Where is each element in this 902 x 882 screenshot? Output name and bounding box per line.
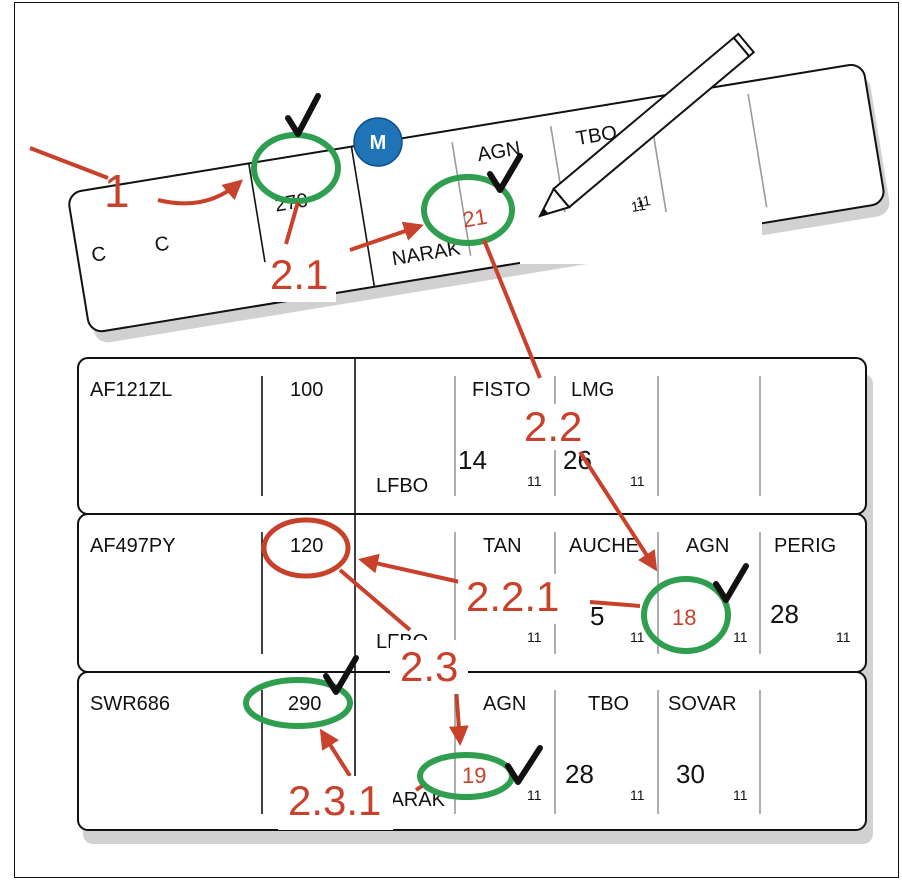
strip-2-minute-3: 11: [733, 629, 748, 645]
strip-3-time-3: 30: [676, 759, 705, 789]
m-badge-label: M: [370, 132, 387, 154]
strip-3-beacon-2: TBO: [588, 693, 629, 715]
strip-swr686: [77, 671, 867, 831]
arrow-icon: [29, 146, 658, 792]
m-badge: M: [353, 117, 403, 167]
strip-1-origin: LFBO: [376, 475, 428, 497]
step-label-1: 1: [104, 165, 130, 217]
step-label-2-3-1: 2.3.1: [278, 776, 394, 830]
check-icon: [285, 93, 749, 785]
strip-2-minute-4: 11: [836, 629, 851, 645]
top-strip-callsign: C: [90, 243, 108, 267]
strip-2-callsign: AF497PY: [90, 535, 176, 557]
strip-mask: [520, 212, 762, 264]
pencil-icon: [538, 32, 756, 218]
strip-1-time-1: 14: [458, 445, 487, 475]
strip-1-callsign: AF121ZL: [90, 379, 172, 401]
strip-3-minute-2: 11: [630, 787, 645, 803]
top-strip-time: 21: [461, 204, 489, 233]
strip-2-minute-1: 11: [527, 629, 542, 645]
strip-2-time-2: 5: [590, 601, 604, 631]
strip-3-beacon-1: AGN: [483, 693, 526, 715]
strip-1-minute-2: 11: [630, 473, 645, 489]
strip-divider: [248, 163, 266, 263]
step-label-2-2: 2.2: [510, 404, 587, 450]
circle-top-time: [421, 174, 515, 246]
top-strip-callsign-tail: C: [153, 232, 171, 256]
strip-3-beacon-3: SOVAR: [668, 693, 737, 715]
step-label-2-3: 2.3: [390, 640, 469, 694]
svg-text:11: 11: [630, 197, 647, 215]
strip-1-minute-1: 11: [527, 473, 542, 489]
circle-strip3-flight-level: [243, 677, 353, 729]
strip-1-beacon-2: LMG: [571, 379, 614, 401]
step-label-2-2-1: 2.2.1: [458, 574, 574, 624]
circle-strip2-agn-time: [641, 576, 731, 654]
strip-2-flight-level: 120: [290, 535, 323, 557]
strip-3-time-2: 28: [565, 759, 594, 789]
strip-2-beacon-4: PERIG: [774, 535, 836, 557]
strip-3-minute-1: 11: [527, 787, 542, 803]
strip-1-beacon-1: FISTO: [472, 379, 531, 401]
strip-2-minute-2: 11: [630, 629, 645, 645]
strip-3-callsign: SWR686: [90, 693, 170, 715]
strip-2-beacon-3: AGN: [686, 535, 729, 557]
strip-3-minute-3: 11: [733, 787, 748, 803]
frame-border: [14, 2, 899, 878]
strip-2-beacon-2: AUCHE: [569, 535, 639, 557]
step-label-2-1: 2.1: [268, 252, 337, 302]
top-strip-time-small: 11: [635, 192, 652, 210]
strip-3-time-1: 19: [462, 763, 486, 788]
strip-2-beacon-1: TAN: [483, 535, 522, 557]
strip-3-flight-level: 290: [288, 693, 321, 715]
strip-1-flight-level: 100: [290, 379, 323, 401]
strip-divider: [350, 146, 376, 287]
strip-2-time-3: 18: [672, 605, 696, 630]
strip-2-time-4: 28: [770, 599, 799, 629]
strip-board: AF121ZL 100 LFBO FISTO LMG 14 26 11 11 A…: [77, 357, 873, 844]
circle-strip2-flight-level: [261, 517, 351, 579]
